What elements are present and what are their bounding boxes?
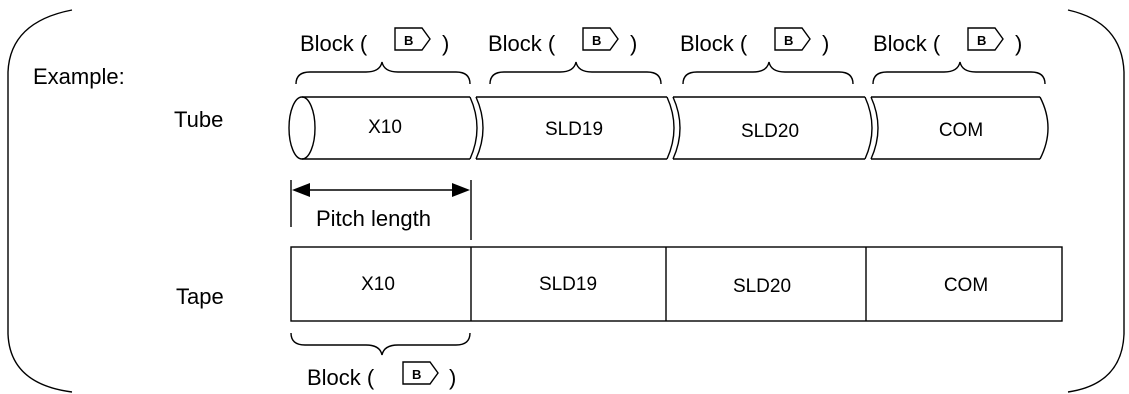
frame-bracket-right <box>1067 9 1125 393</box>
frame-bracket-left <box>7 9 73 393</box>
svg-text:Block (: Block ( <box>680 31 748 56</box>
svg-text:Block (: Block ( <box>307 365 375 390</box>
tube-brace-2 <box>489 61 662 85</box>
tube-joint-1 <box>469 96 478 160</box>
tube-block-text-2: SLD19 <box>545 119 603 140</box>
block-key-icon <box>402 361 439 385</box>
block-key-icon <box>394 27 431 51</box>
svg-text:Block (: Block ( <box>300 31 368 56</box>
tube-block-label-2: Block ( B ) <box>488 27 637 56</box>
tape-brace <box>290 332 471 356</box>
pitch-length-dimension: Pitch length <box>290 180 472 240</box>
tube-row <box>288 96 1049 160</box>
svg-text:B: B <box>404 33 413 48</box>
tube-joint-2 <box>666 96 675 160</box>
svg-text:): ) <box>442 31 449 56</box>
pitch-length-label: Pitch length <box>316 206 431 231</box>
block-key-icon <box>774 27 811 51</box>
tube-block-label-1: Block ( B ) <box>300 27 449 56</box>
svg-text:Block (: Block ( <box>488 31 556 56</box>
tube-end <box>1039 96 1049 160</box>
example-label: Example: <box>33 64 125 89</box>
tape-block-text-2: SLD19 <box>539 274 597 295</box>
tube-block-label-3: Block ( B ) <box>680 27 829 56</box>
svg-text:): ) <box>822 31 829 56</box>
tape-label: Tape <box>176 284 224 309</box>
tube-block-text-1: X10 <box>368 117 402 138</box>
svg-text:Block (: Block ( <box>873 31 941 56</box>
svg-text:B: B <box>977 33 986 48</box>
tube-block-label-4: Block ( B ) <box>873 27 1022 56</box>
tape-row <box>290 246 1063 322</box>
tube-brace-1 <box>295 61 471 85</box>
tube-segment-4 <box>871 96 1040 160</box>
svg-text:): ) <box>1015 31 1022 56</box>
arrow-left-icon <box>292 183 310 197</box>
tube-segment-3 <box>673 96 865 160</box>
svg-text:B: B <box>784 33 793 48</box>
tape-block-text-3: SLD20 <box>733 276 791 297</box>
svg-text:B: B <box>412 367 421 382</box>
svg-text:): ) <box>449 365 456 390</box>
tape-block-text-4: COM <box>944 275 988 296</box>
arrow-right-icon <box>452 183 470 197</box>
tube-end-cap <box>288 96 316 160</box>
tube-brace-3 <box>682 61 854 85</box>
tape-block-label: Block ( B ) <box>307 361 456 390</box>
svg-text:): ) <box>630 31 637 56</box>
tube-block-text-4: COM <box>939 120 983 141</box>
tape-block-text-1: X10 <box>361 274 395 295</box>
tube-joint-3 <box>864 96 873 160</box>
tape-outline <box>290 246 1063 322</box>
block-key-icon <box>967 27 1004 51</box>
tube-segment-2 <box>476 96 667 160</box>
block-key-icon <box>582 27 619 51</box>
tube-segment-1 <box>302 96 470 160</box>
tube-label: Tube <box>174 107 223 132</box>
tube-block-text-3: SLD20 <box>741 121 799 142</box>
svg-text:B: B <box>592 33 601 48</box>
tube-brace-4 <box>872 61 1046 85</box>
